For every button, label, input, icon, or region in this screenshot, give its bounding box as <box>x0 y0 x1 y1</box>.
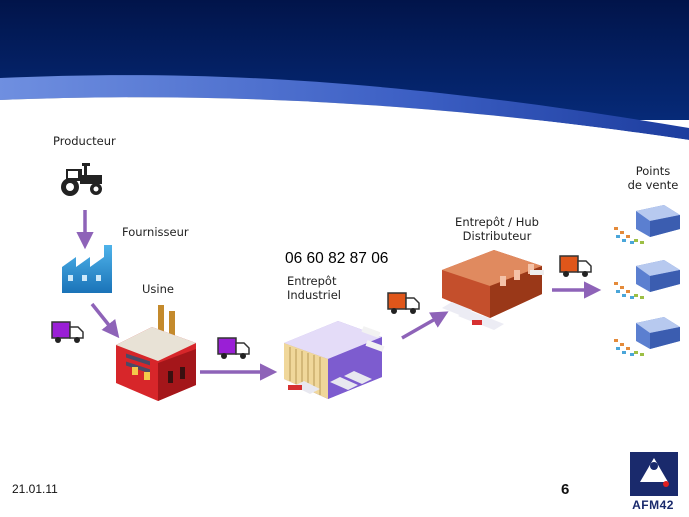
store-icon <box>614 317 680 356</box>
flow-arrow <box>401 311 449 340</box>
hub-warehouse-icon <box>442 250 544 330</box>
store-icon <box>614 260 680 299</box>
factory-icon <box>62 245 112 293</box>
page-number: 6 <box>561 481 570 498</box>
label-points-line2: de vente <box>627 178 679 192</box>
label-fournisseur: Fournisseur <box>122 225 189 239</box>
label-points-line1: Points <box>635 164 671 178</box>
industrial-warehouse-icon <box>284 321 385 399</box>
label-points-de-vente: Points de vente <box>620 164 686 192</box>
label-hub-line2: Distributeur <box>462 229 532 243</box>
phone-number: 06 60 82 87 06 <box>285 250 389 267</box>
tractor-icon <box>61 163 102 196</box>
label-entrepot-industriel: Entrepôt Industriel <box>287 274 341 302</box>
slide-date: 21.01.11 <box>12 482 58 496</box>
logo-text: AFM42 <box>632 498 674 512</box>
truck-icon <box>559 255 592 277</box>
label-producteur: Producteur <box>53 134 116 148</box>
logo-icon <box>630 452 678 496</box>
label-hub: Entrepôt / Hub Distributeur <box>446 215 548 243</box>
store-icon <box>614 205 680 244</box>
label-usine: Usine <box>142 282 174 296</box>
label-entrepot-industriel-line1: Entrepôt <box>287 274 337 288</box>
industrial-plant-icon <box>116 305 196 401</box>
label-entrepot-industriel-line2: Industriel <box>287 288 341 302</box>
truck-icon <box>217 337 250 359</box>
header-banner <box>0 0 689 160</box>
label-hub-line1: Entrepôt / Hub <box>455 215 539 229</box>
truck-icon <box>51 321 84 343</box>
truck-icon <box>387 292 420 314</box>
flow-arrow <box>90 302 120 339</box>
